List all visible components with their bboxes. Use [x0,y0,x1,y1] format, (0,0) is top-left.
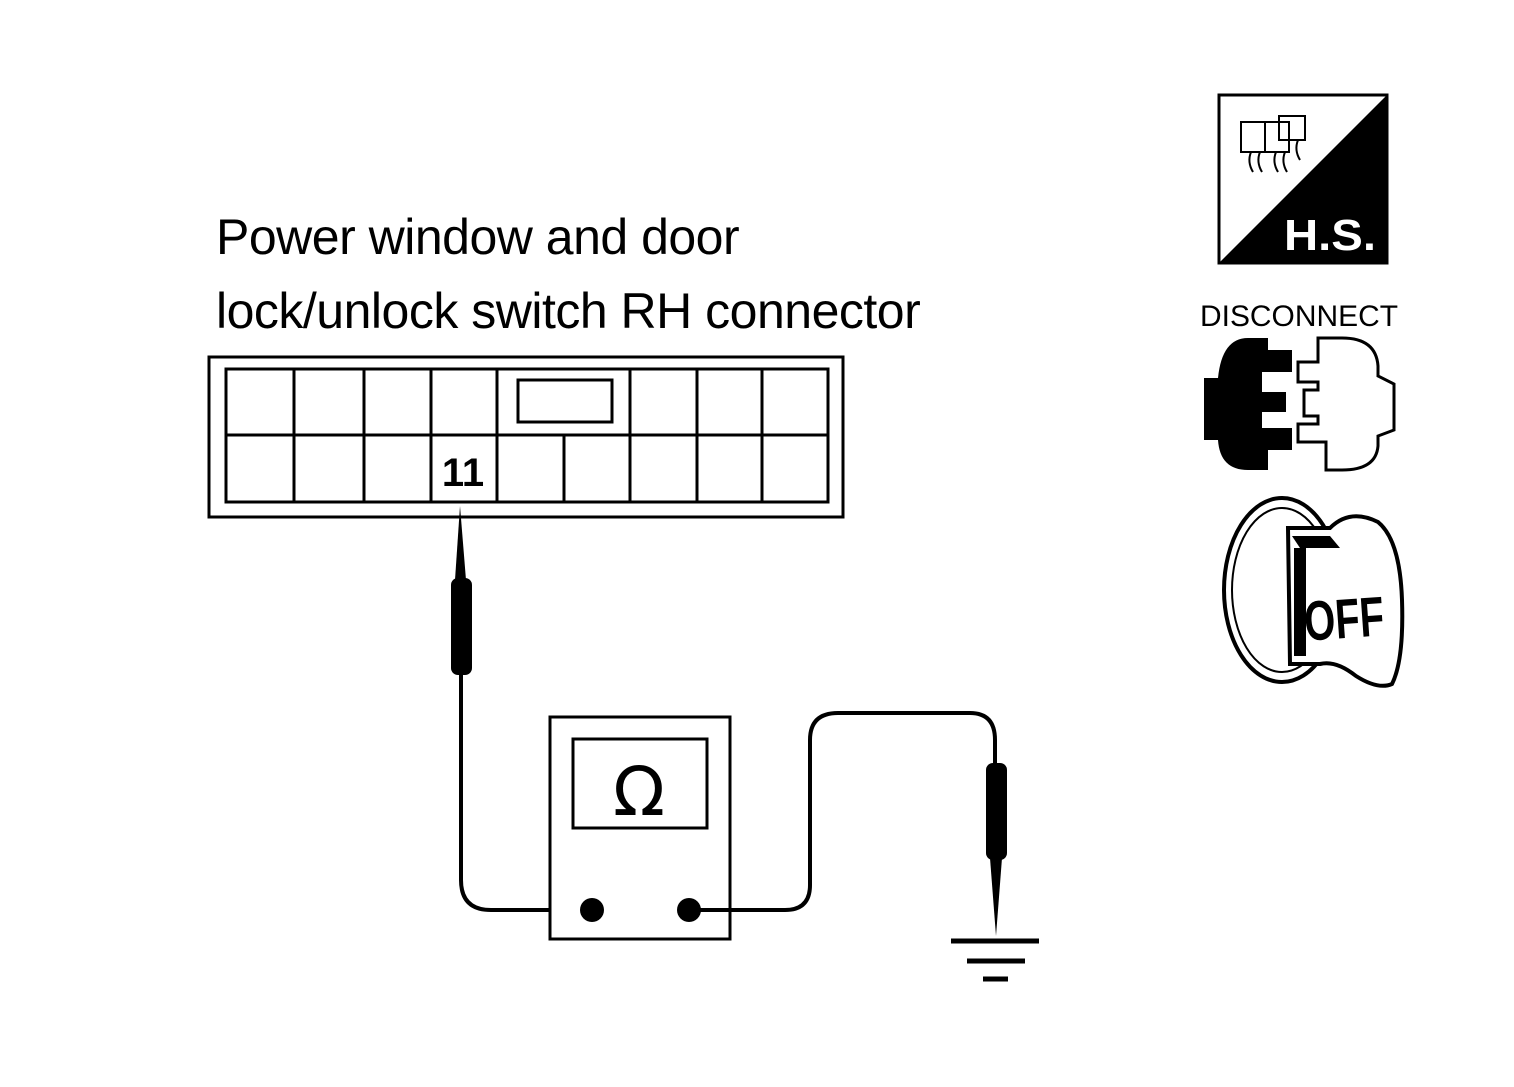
ground-icon [951,938,1039,982]
harness-side-label: H.S. [1284,211,1376,260]
ignition-off-label: OFF [1302,584,1386,652]
ohm-symbol: Ω [613,753,665,832]
connector [207,355,845,519]
ignition-off-icon: OFF [1222,496,1405,688]
diagram-title-line-2: lock/unlock switch RH connector [216,283,921,339]
connector-top-row-dividers [292,369,764,435]
connector-housing [207,355,845,519]
terminal-11-label: 11 [442,451,484,495]
harness-side-icon: H.S. [1217,93,1389,265]
left-test-probe [451,506,472,675]
connector-lock-tab [516,378,614,424]
disconnect-icon: DISCONNECT [1200,300,1398,472]
ohmmeter-display [571,737,709,830]
left-probe-lead [459,675,592,912]
ohmmeter [548,715,732,941]
right-test-probe [986,763,1007,936]
ohmmeter-terminal-com [580,898,604,922]
right-probe-lead [689,711,997,912]
connector-bottom-row-dividers [292,435,764,502]
disconnect-label: DISCONNECT [1200,300,1398,333]
diagram-title-line-1: Power window and door [216,209,740,265]
